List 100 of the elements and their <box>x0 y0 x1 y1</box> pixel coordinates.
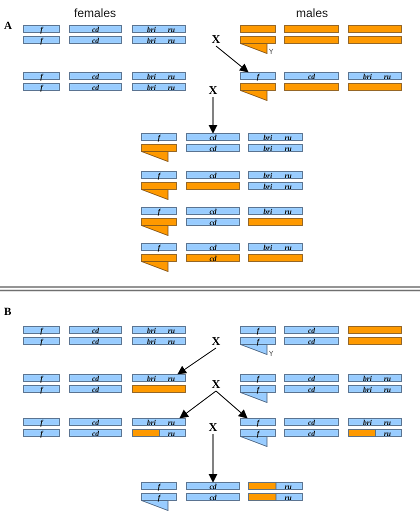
chromosome-bar <box>186 493 240 501</box>
chromosome-bar <box>284 385 339 393</box>
chromosome-bar <box>132 326 186 334</box>
chromosome-bar <box>186 207 240 215</box>
chromosome-bar <box>23 326 60 334</box>
chromosome-bar <box>23 36 60 44</box>
chromosome-bar <box>23 25 60 33</box>
chromosome-bar <box>23 83 60 91</box>
arrow <box>179 390 216 419</box>
chromosome-bar <box>348 72 402 80</box>
arrow <box>177 348 216 374</box>
chromosome-bar <box>132 374 186 382</box>
chromosome-bar <box>240 326 276 334</box>
chromosome-bar <box>23 337 60 345</box>
chromosome-bar <box>186 144 240 152</box>
chromosome-bar <box>132 25 186 33</box>
attached-chromosome-bar <box>240 337 276 355</box>
cross-symbol: X <box>210 32 222 45</box>
attached-chromosome-bar <box>240 385 276 403</box>
attached-chromosome-bar <box>240 83 276 101</box>
chromosome-bar <box>186 254 240 262</box>
chromosome-bar <box>284 429 339 437</box>
attached-chromosome-bar <box>141 254 177 272</box>
chromosome-bar <box>348 36 402 44</box>
chromosome-bar <box>69 374 122 382</box>
attached-chromosome-bar <box>141 144 177 162</box>
chromosome-bar <box>186 133 240 141</box>
column-heading: females <box>74 6 116 20</box>
chromosome-bar <box>348 326 402 334</box>
chromosome-bar <box>132 385 186 393</box>
chromosome-bar <box>284 418 339 426</box>
chromosome-bar <box>348 337 402 345</box>
chromosome-bar <box>248 243 303 251</box>
chromosome-bar <box>132 83 186 91</box>
chromosome-bar <box>284 326 339 334</box>
chromosome-bar <box>348 374 402 382</box>
attached-chromosome-bar <box>141 182 177 200</box>
attached-chromosome-bar <box>240 429 276 447</box>
chromosome-bar <box>69 36 122 44</box>
chromosome-bar <box>186 182 240 190</box>
chromosome-bar <box>284 72 339 80</box>
chromosome-bar <box>132 429 186 437</box>
cross-symbol: X <box>210 334 222 347</box>
chromosome-bar <box>248 171 303 179</box>
chromosome-bar <box>69 337 122 345</box>
panel-label: B <box>4 306 12 318</box>
chromosome-bar <box>69 418 122 426</box>
chromosome-bar <box>69 72 122 80</box>
chromosome-bar <box>132 337 186 345</box>
chromosome-bar <box>141 482 177 490</box>
chromosome-bar <box>284 374 339 382</box>
chromosome-bar <box>248 144 303 152</box>
chromosome-bar <box>132 72 186 80</box>
cross-symbol: X <box>207 83 219 96</box>
chromosome-bar <box>186 482 240 490</box>
chromosome-bar <box>248 482 303 490</box>
cross-symbol: X <box>210 377 222 390</box>
chromosome-bar <box>240 25 276 33</box>
chromosome-bar <box>284 337 339 345</box>
chromosome-bar <box>132 36 186 44</box>
chromosome-bar <box>240 72 276 80</box>
chromosome-bar <box>141 243 177 251</box>
chromosome-bar <box>186 218 240 226</box>
chromosome-bar <box>23 72 60 80</box>
chromosome-bar <box>240 418 276 426</box>
chromosome-bar <box>348 418 402 426</box>
chromosome-bar <box>141 207 177 215</box>
attached-chromosome-bar <box>141 493 177 511</box>
arrow <box>208 96 218 134</box>
chromosome-bar <box>69 83 122 91</box>
chromosome-bar <box>248 182 303 190</box>
chromosome-bar <box>348 385 402 393</box>
chromosome-bar <box>348 83 402 91</box>
attached-chromosome-bar <box>141 218 177 236</box>
arrow <box>208 434 218 483</box>
chromosome-bar <box>69 385 122 393</box>
chromosome-bar <box>284 25 339 33</box>
chromosome-bar <box>23 374 60 382</box>
column-heading: males <box>296 6 328 20</box>
chromosome-bar <box>248 493 303 501</box>
chromosome-bar <box>23 385 60 393</box>
chromosome-bar <box>141 133 177 141</box>
panel-label: A <box>4 20 12 32</box>
arrow <box>216 390 248 419</box>
chromosome-bar <box>69 25 122 33</box>
chromosome-bar <box>248 133 303 141</box>
chromosome-bar <box>69 429 122 437</box>
chromosome-bar <box>23 418 60 426</box>
chromosome-bar <box>248 254 303 262</box>
chromosome-bar <box>69 326 122 334</box>
arrow <box>216 46 249 73</box>
chromosome-bar <box>248 218 303 226</box>
chromosome-bar <box>348 429 402 437</box>
cross-symbol: X <box>207 420 219 433</box>
chromosome-bar <box>23 429 60 437</box>
chromosome-bar <box>186 243 240 251</box>
chromosome-bar <box>284 36 339 44</box>
chromosome-bar <box>348 25 402 33</box>
chromosome-bar <box>132 418 186 426</box>
attached-chromosome-bar <box>240 36 276 54</box>
